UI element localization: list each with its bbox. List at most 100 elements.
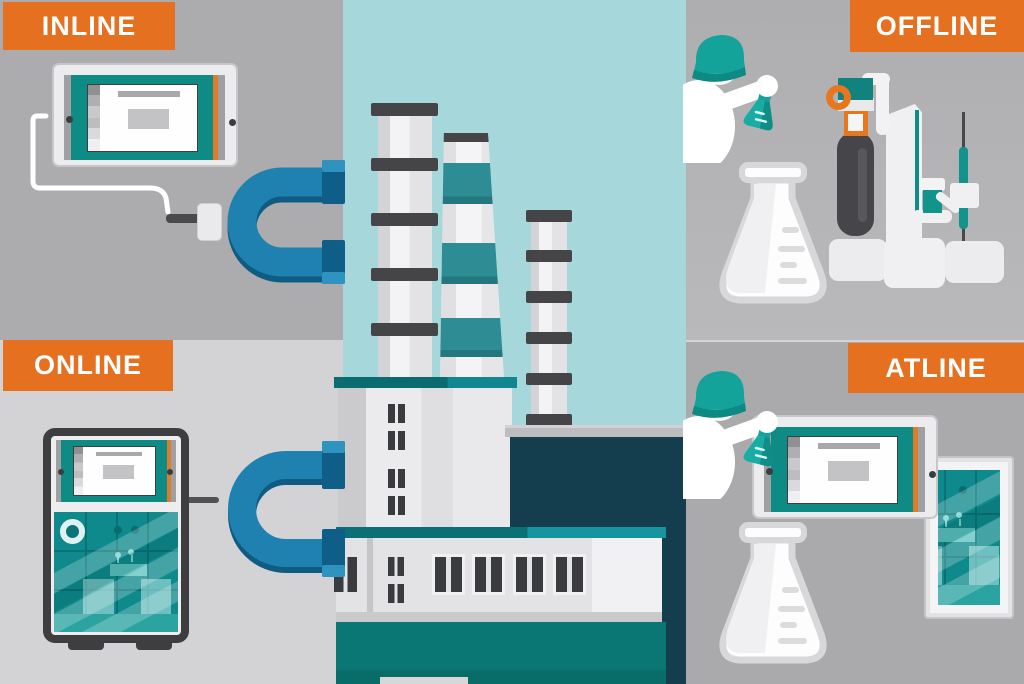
faucet-icon — [945, 519, 948, 527]
window — [388, 557, 404, 576]
chimney-band — [526, 210, 572, 222]
erlenmeyer-flask — [719, 522, 827, 664]
chimney-band — [371, 323, 438, 336]
scientist-atline — [683, 371, 778, 499]
chimney-band — [526, 414, 572, 426]
analyzer-foot — [136, 640, 172, 650]
bench-edge — [54, 614, 178, 632]
beaker-icon — [968, 545, 999, 585]
faucet-icon — [130, 555, 133, 563]
camera-dot-icon — [167, 469, 173, 475]
bench-monitor — [924, 456, 1014, 619]
chimney-right — [531, 210, 567, 425]
chimney-band — [526, 291, 572, 303]
tower-roof-band — [334, 377, 517, 388]
screen-document — [87, 83, 199, 153]
document-content-box — [827, 461, 870, 482]
camera-dot-icon — [766, 468, 773, 475]
window — [435, 557, 462, 592]
beaker-icon — [938, 545, 942, 585]
sensor-arm — [876, 73, 889, 135]
faucet-icon — [117, 556, 120, 564]
front-building-seam — [367, 538, 373, 622]
document-title-bar — [117, 90, 180, 98]
chimney-band — [371, 268, 438, 281]
front-building-roof-band — [336, 527, 666, 538]
probe-cable — [30, 113, 171, 215]
chimney-band — [371, 213, 438, 226]
camera-dot-icon — [58, 469, 64, 475]
bench-base — [884, 238, 945, 288]
window — [388, 469, 405, 488]
inline-tablet — [52, 63, 238, 167]
window — [388, 404, 405, 423]
document-sidebar — [788, 436, 801, 504]
chimney-band-teal — [440, 318, 504, 357]
screen-edge — [170, 440, 176, 502]
scientist-offline — [683, 35, 778, 163]
screen-orange-stripe — [912, 427, 918, 512]
tile-line — [975, 470, 977, 585]
chimney-band-teal — [440, 243, 504, 284]
chimney-band — [371, 103, 438, 116]
window — [388, 496, 405, 515]
process-pipe-inline — [227, 160, 345, 284]
inline-banner: INLINE — [3, 2, 175, 50]
stand-shelf — [912, 210, 952, 223]
screen-edge — [917, 427, 925, 512]
window — [388, 584, 404, 603]
faucet-icon — [114, 551, 121, 558]
document-sidebar — [88, 84, 101, 152]
document-sidebar — [74, 447, 84, 496]
dark-building-roof — [505, 425, 686, 437]
window — [475, 557, 502, 592]
screen-edge — [217, 75, 225, 160]
atline-label: ATLINE — [885, 352, 987, 383]
beaker-icon — [140, 579, 171, 614]
screen-document — [73, 446, 157, 497]
bench-base — [829, 239, 887, 281]
analyzer-cable — [186, 497, 219, 503]
knob-icon — [958, 486, 967, 495]
tower-building — [338, 388, 512, 527]
screen-document — [787, 435, 899, 505]
faucet-icon — [956, 511, 963, 518]
tile-line — [54, 550, 178, 553]
gauge-icon — [60, 519, 86, 545]
faucet-icon — [128, 549, 135, 556]
chimney-band — [526, 250, 572, 262]
monitor-bench-view — [938, 470, 1000, 605]
tablet-screen — [64, 75, 225, 160]
knob-icon — [113, 526, 122, 535]
online-banner: ONLINE — [3, 340, 173, 391]
bench-illustration — [54, 512, 178, 632]
tile-line — [116, 512, 118, 614]
bench-edge — [938, 584, 1000, 605]
online-label: ONLINE — [33, 350, 142, 380]
atline-tablet — [752, 415, 938, 519]
sensor-ring-icon — [826, 85, 851, 110]
camera-dot-icon — [929, 471, 936, 478]
erlenmeyer-flask — [719, 162, 827, 304]
sensor-window — [848, 114, 863, 131]
bench-illustration — [938, 470, 1000, 605]
tile-line — [147, 512, 149, 614]
vial-cap — [920, 178, 945, 191]
screen-orange-stripe — [212, 75, 218, 160]
bench-base — [945, 241, 1004, 283]
analyzer-screen — [56, 440, 176, 502]
faucet-icon — [942, 514, 949, 521]
factory-base-step — [380, 677, 468, 684]
window — [388, 431, 405, 450]
sink-icon — [109, 563, 147, 576]
factory-base — [336, 622, 666, 684]
camera-dot-icon — [66, 116, 73, 123]
cable-connector — [166, 214, 200, 223]
window — [556, 557, 583, 592]
chimney-band — [526, 373, 572, 385]
window — [516, 557, 543, 592]
analyzer-foot — [68, 640, 104, 650]
document-content-box — [103, 465, 135, 480]
sensor-gloss — [858, 148, 867, 222]
